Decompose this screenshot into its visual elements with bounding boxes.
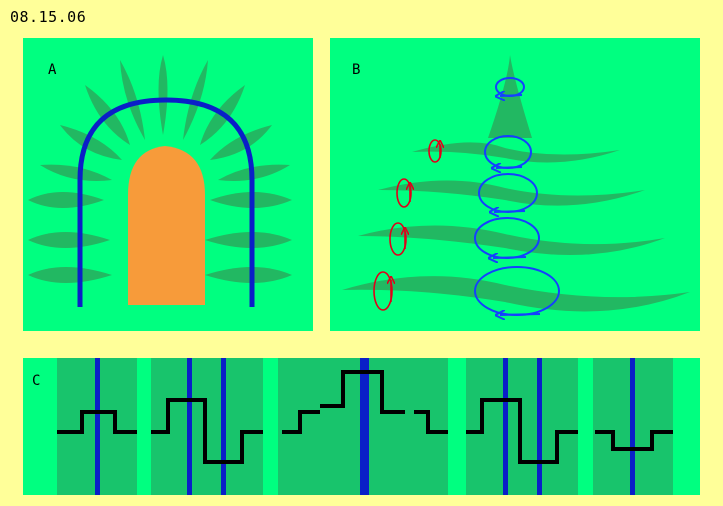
step-profile: [320, 370, 405, 414]
orange-tower: [128, 146, 205, 305]
layer-leaf: [342, 276, 690, 312]
leaf: [28, 267, 112, 283]
step-profile: [282, 410, 320, 434]
leaf: [205, 232, 292, 248]
panel-b-label: B: [352, 62, 361, 78]
leaf: [183, 60, 208, 140]
blue-bar: [95, 358, 100, 495]
leaf: [60, 125, 122, 160]
panel-c-blue-bars: [95, 358, 635, 495]
leaf: [120, 60, 145, 140]
layer-leaf: [358, 225, 665, 256]
twist-ellipse: [389, 222, 407, 256]
rotation-arrow-icon: [500, 314, 541, 315]
twist-ellipse: [396, 178, 412, 208]
step-profile: [151, 398, 263, 464]
blue-bar: [630, 358, 635, 495]
step-profile: [57, 410, 137, 434]
blue-bar: [503, 358, 508, 495]
layer-leaf: [378, 180, 645, 206]
panel-b: [330, 38, 700, 331]
leaf: [205, 267, 292, 283]
blue-bar: [360, 358, 369, 495]
leaf: [28, 192, 104, 208]
rotation-arrow-icon: [493, 257, 527, 258]
layer-leaf: [412, 142, 620, 163]
leaf: [40, 164, 112, 181]
blue-rotation-ellipses: [474, 77, 560, 315]
blue-bar: [187, 358, 192, 495]
twist-ellipse: [428, 139, 442, 163]
panel-c-label: C: [32, 373, 41, 389]
twist-ellipse: [373, 271, 393, 311]
leaf: [158, 55, 168, 135]
leaf: [28, 232, 110, 248]
leaf: [210, 125, 272, 160]
panel-a-label: A: [48, 62, 57, 78]
date-label: 08.15.06: [10, 8, 87, 26]
blue-bar: [221, 358, 226, 495]
step-profile: [595, 430, 673, 451]
red-twist-markers: [373, 139, 442, 311]
rotation-arrow-icon: [500, 95, 523, 96]
panel-c: [23, 358, 700, 495]
rotation-arrow-icon: [494, 211, 526, 212]
blue-bar: [537, 358, 542, 495]
blue-arch: [77, 97, 255, 307]
panel-c-step-profiles: [57, 370, 673, 464]
step-profile: [414, 410, 448, 434]
step-profile: [466, 398, 578, 464]
panel-a: [23, 38, 313, 331]
rotation-arrow-icon: [496, 167, 523, 168]
